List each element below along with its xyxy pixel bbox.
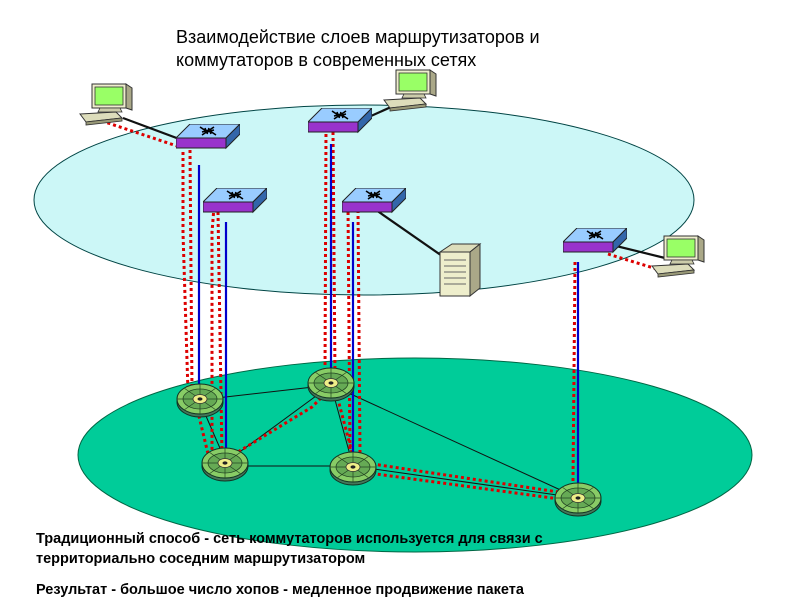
- switch-plane: [77, 357, 753, 553]
- switch-disk-icon: [329, 451, 377, 486]
- title-line: Взаимодействие слоев маршрутизаторов и: [176, 27, 540, 47]
- computer-icon: [383, 69, 437, 112]
- switch-disk-icon: [201, 447, 249, 482]
- switch-disk-icon: [176, 383, 224, 418]
- diagram-title: Взаимодействие слоев маршрутизаторов и к…: [176, 26, 540, 72]
- result-caption: Результат - большое число хопов - медлен…: [36, 582, 524, 598]
- caption-line: территориально соседним маршрутизатором: [36, 551, 366, 567]
- title-line: коммутаторов в современных сетях: [176, 50, 477, 70]
- traditional-method-caption: Традиционный способ - сеть коммутаторов …: [36, 529, 543, 569]
- server-icon: [439, 243, 481, 297]
- caption-line: Традиционный способ - сеть коммутаторов …: [36, 531, 543, 547]
- switch-disk-icon: [307, 367, 355, 402]
- switch-disk-icon: [554, 482, 602, 517]
- vertical-links: [197, 144, 580, 498]
